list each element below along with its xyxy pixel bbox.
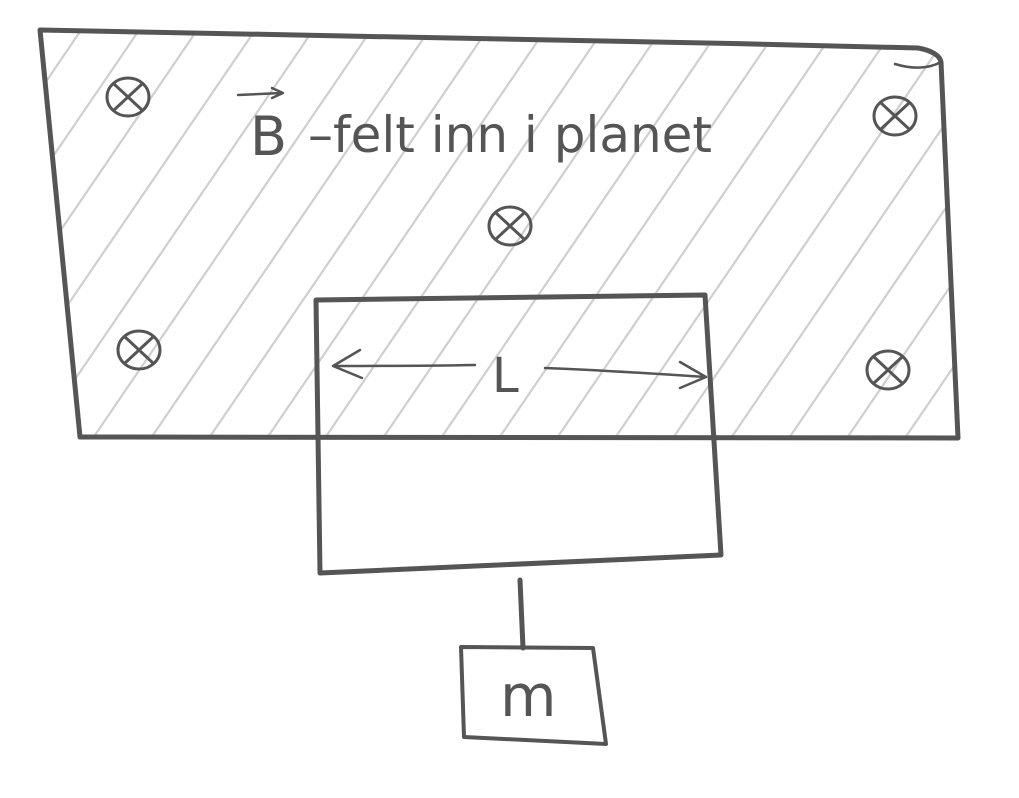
- hatch-line: [1006, 20, 1019, 460]
- field-into-page-icon: [865, 349, 911, 391]
- hatch-line: [656, 32, 960, 440]
- hatch-line: [42, 32, 148, 440]
- hatch-line: [76, 32, 380, 440]
- hatch-line: [250, 32, 554, 440]
- hatch-line: [772, 32, 960, 440]
- hatch-line: [830, 32, 960, 440]
- hatch-line: [0, 20, 30, 460]
- vector-arrow-icon: [236, 86, 285, 100]
- length-indicator: L: [331, 348, 708, 404]
- left-arrow-icon: [331, 348, 477, 380]
- hatch-line: [192, 32, 496, 440]
- field-symbols: [105, 76, 918, 391]
- field-into-page-icon: [116, 329, 162, 371]
- hatch-line: [424, 32, 728, 440]
- hatch-line: [714, 32, 960, 440]
- field-hatching: [0, 20, 1019, 460]
- conducting-loop: [313, 292, 724, 576]
- length-label: L: [492, 348, 519, 404]
- hatch-line: [42, 32, 322, 440]
- hatch-line: [308, 32, 612, 440]
- hatch-line: [134, 32, 438, 440]
- b-vector-symbol: B: [250, 105, 287, 168]
- mass-label: m: [500, 662, 557, 730]
- right-arrow-icon: [543, 360, 708, 390]
- hatch-line: [42, 32, 264, 440]
- field-into-page-icon: [105, 76, 151, 118]
- field-into-page-icon: [872, 95, 918, 137]
- corner-stroke: [893, 60, 943, 69]
- hanging-string: [517, 577, 526, 651]
- hatch-line: [366, 32, 670, 440]
- hatch-line: [598, 32, 902, 440]
- hatch-line: [946, 32, 960, 440]
- hatch-line: [540, 32, 844, 440]
- hatch-line: [482, 32, 786, 440]
- hatch-line: [888, 32, 960, 440]
- magnetic-field-region: [37, 27, 961, 441]
- field-into-page-icon: [487, 205, 533, 247]
- mass-block: [459, 645, 608, 746]
- field-label: B –felt inn i planet: [236, 86, 712, 168]
- field-label-text: –felt inn i planet: [308, 106, 712, 164]
